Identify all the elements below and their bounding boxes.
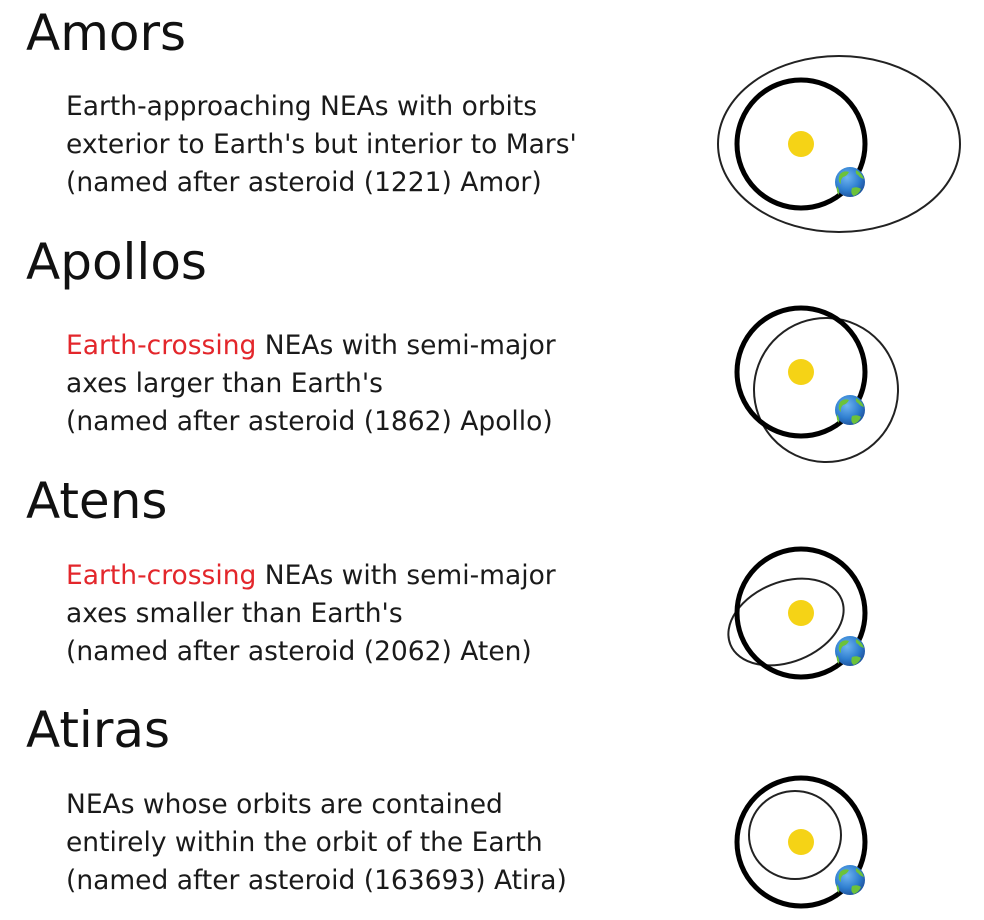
- group-title-amors: Amors: [26, 4, 187, 62]
- group-description-amors: Earth-approaching NEAs with orbits exter…: [66, 91, 577, 198]
- earth-icon: [835, 865, 865, 895]
- earth-orbit: [734, 775, 868, 909]
- earth-orbit: [734, 77, 868, 211]
- asteroid-orbit: [727, 577, 845, 667]
- group-title-apollos: Apollos: [26, 233, 207, 291]
- asteroid-orbit: [753, 317, 899, 463]
- apollo-orbit-diagram: [734, 305, 899, 463]
- sun-icon: [788, 131, 814, 157]
- earth-orbit: [734, 546, 868, 680]
- earth-orbit: [734, 305, 868, 439]
- group-title-atiras: Atiras: [26, 701, 171, 759]
- group-description-atens: Earth-crossing NEAs with semi-major axes…: [66, 560, 556, 667]
- asteroid-orbit: [748, 790, 842, 880]
- sun-icon: [788, 829, 814, 855]
- asteroid-orbit: [717, 55, 961, 233]
- sun-icon: [788, 359, 814, 385]
- group-description-apollos: Earth-crossing NEAs with semi-major axes…: [66, 330, 556, 437]
- earth-icon: [835, 395, 865, 425]
- sun-icon: [788, 600, 814, 626]
- aten-orbit-diagram: [727, 546, 868, 680]
- earth-icon: [835, 636, 865, 666]
- earth-icon: [835, 167, 865, 197]
- amor-orbit-diagram: [717, 55, 961, 233]
- atira-orbit-diagram: [734, 775, 868, 909]
- group-title-atens: Atens: [26, 472, 168, 530]
- group-description-atiras: NEAs whose orbits are contained entirely…: [66, 789, 567, 896]
